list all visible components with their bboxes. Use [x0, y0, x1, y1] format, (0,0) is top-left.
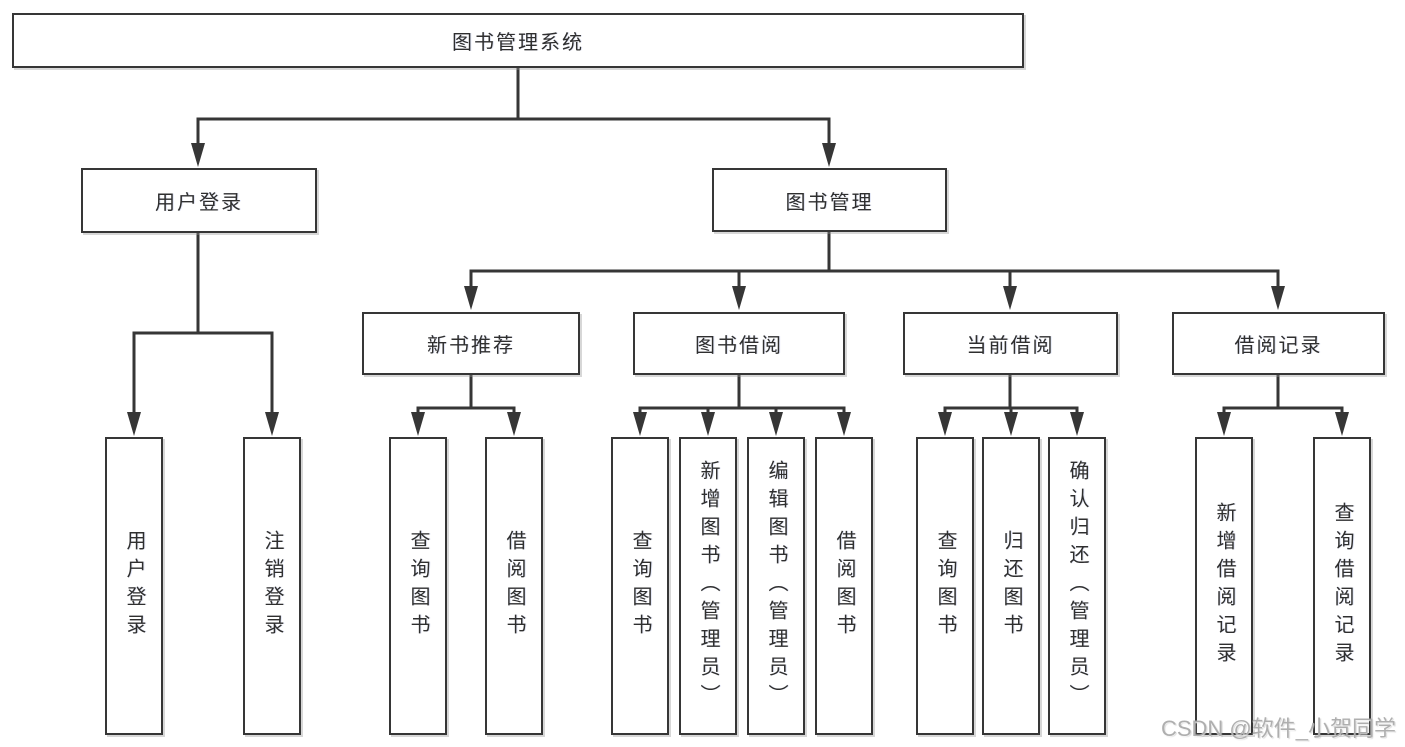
leaf-query-borrow-record: 查询借阅记录 [1313, 437, 1371, 735]
arrowhead-icon [1271, 286, 1285, 310]
node-label: 图书管理系统 [452, 32, 584, 54]
arrowhead-icon [701, 412, 715, 436]
leaf-confirm-return-admin: 确认归还（管理员） [1048, 437, 1106, 735]
node-book-borrow: 图书借阅 [633, 312, 845, 375]
arrowhead-icon [822, 143, 836, 167]
connector-current-borrow-to-leaves [938, 373, 1084, 436]
node-label: 借阅记录 [1234, 335, 1323, 357]
leaf-add-borrow-record: 新增借阅记录 [1195, 437, 1253, 735]
arrowhead-icon [837, 412, 851, 436]
arrowhead-icon [265, 412, 279, 436]
arrowhead-icon [411, 412, 425, 436]
arrowhead-icon [1335, 412, 1349, 436]
node-label: 确认归还（管理员） [1066, 460, 1088, 712]
arrowhead-icon [127, 412, 141, 436]
connector-book-borrow-to-leaves [633, 373, 851, 436]
leaf-edit-books-admin: 编辑图书（管理员） [747, 437, 805, 735]
arrowhead-icon [191, 143, 205, 167]
node-label: 借阅图书 [833, 530, 855, 642]
connector-borrow-records-to-leaves [1217, 373, 1349, 436]
watermark: CSDN @软件_小贺同学 [1160, 716, 1396, 741]
leaf-borrow-books-recommend: 借阅图书 [485, 437, 543, 735]
arrowhead-icon [1004, 412, 1018, 436]
node-borrow-records: 借阅记录 [1172, 312, 1385, 375]
node-label: 新书推荐 [427, 335, 515, 357]
node-label: 注销登录 [261, 530, 283, 642]
leaf-query-books-current: 查询图书 [916, 437, 974, 735]
connector-book-mgmt-to-level3 [464, 230, 1285, 310]
node-label: 查询图书 [407, 530, 429, 642]
node-label: 编辑图书（管理员） [765, 460, 787, 712]
leaf-add-books-admin: 新增图书（管理员） [679, 437, 737, 735]
node-label: 新增图书（管理员） [697, 460, 719, 712]
node-label: 当前借阅 [966, 335, 1055, 357]
arrowhead-icon [938, 412, 952, 436]
node-label: 图书管理 [785, 191, 874, 214]
node-label: 借阅图书 [503, 530, 525, 642]
arrowhead-icon [1217, 412, 1231, 436]
arrowhead-icon [464, 286, 478, 310]
node-library-system: 图书管理系统 [12, 13, 1024, 68]
node-user-login: 用户登录 [81, 168, 317, 233]
node-current-borrow: 当前借阅 [903, 312, 1118, 375]
leaf-query-books-borrow: 查询图书 [611, 437, 669, 735]
leaf-return-books: 归还图书 [982, 437, 1040, 735]
arrowhead-icon [1003, 286, 1017, 310]
leaf-user-login: 用户登录 [105, 437, 163, 735]
node-label: 查询图书 [629, 530, 651, 642]
leaf-logout: 注销登录 [243, 437, 301, 735]
node-new-book-recommend: 新书推荐 [362, 312, 580, 375]
leaf-borrow-books: 借阅图书 [815, 437, 873, 735]
connector-new-book-to-leaves [411, 373, 521, 436]
connector-user-login-to-leaves [127, 231, 279, 436]
node-label: 用户登录 [155, 192, 243, 214]
node-label: 查询图书 [934, 530, 956, 642]
arrowhead-icon [1070, 412, 1084, 436]
arrowhead-icon [732, 286, 746, 310]
node-book-management: 图书管理 [712, 168, 947, 232]
leaf-query-books-recommend: 查询图书 [389, 437, 447, 735]
node-label: 归还图书 [1000, 530, 1022, 642]
arrowhead-icon [507, 412, 521, 436]
node-label: 新增借阅记录 [1213, 502, 1235, 670]
arrowhead-icon [769, 412, 783, 436]
node-label: 用户登录 [123, 530, 145, 642]
node-label: 查询借阅记录 [1331, 502, 1353, 670]
node-label: 图书借阅 [695, 335, 783, 357]
connector-root-to-level2 [191, 66, 836, 167]
arrowhead-icon [633, 412, 647, 436]
